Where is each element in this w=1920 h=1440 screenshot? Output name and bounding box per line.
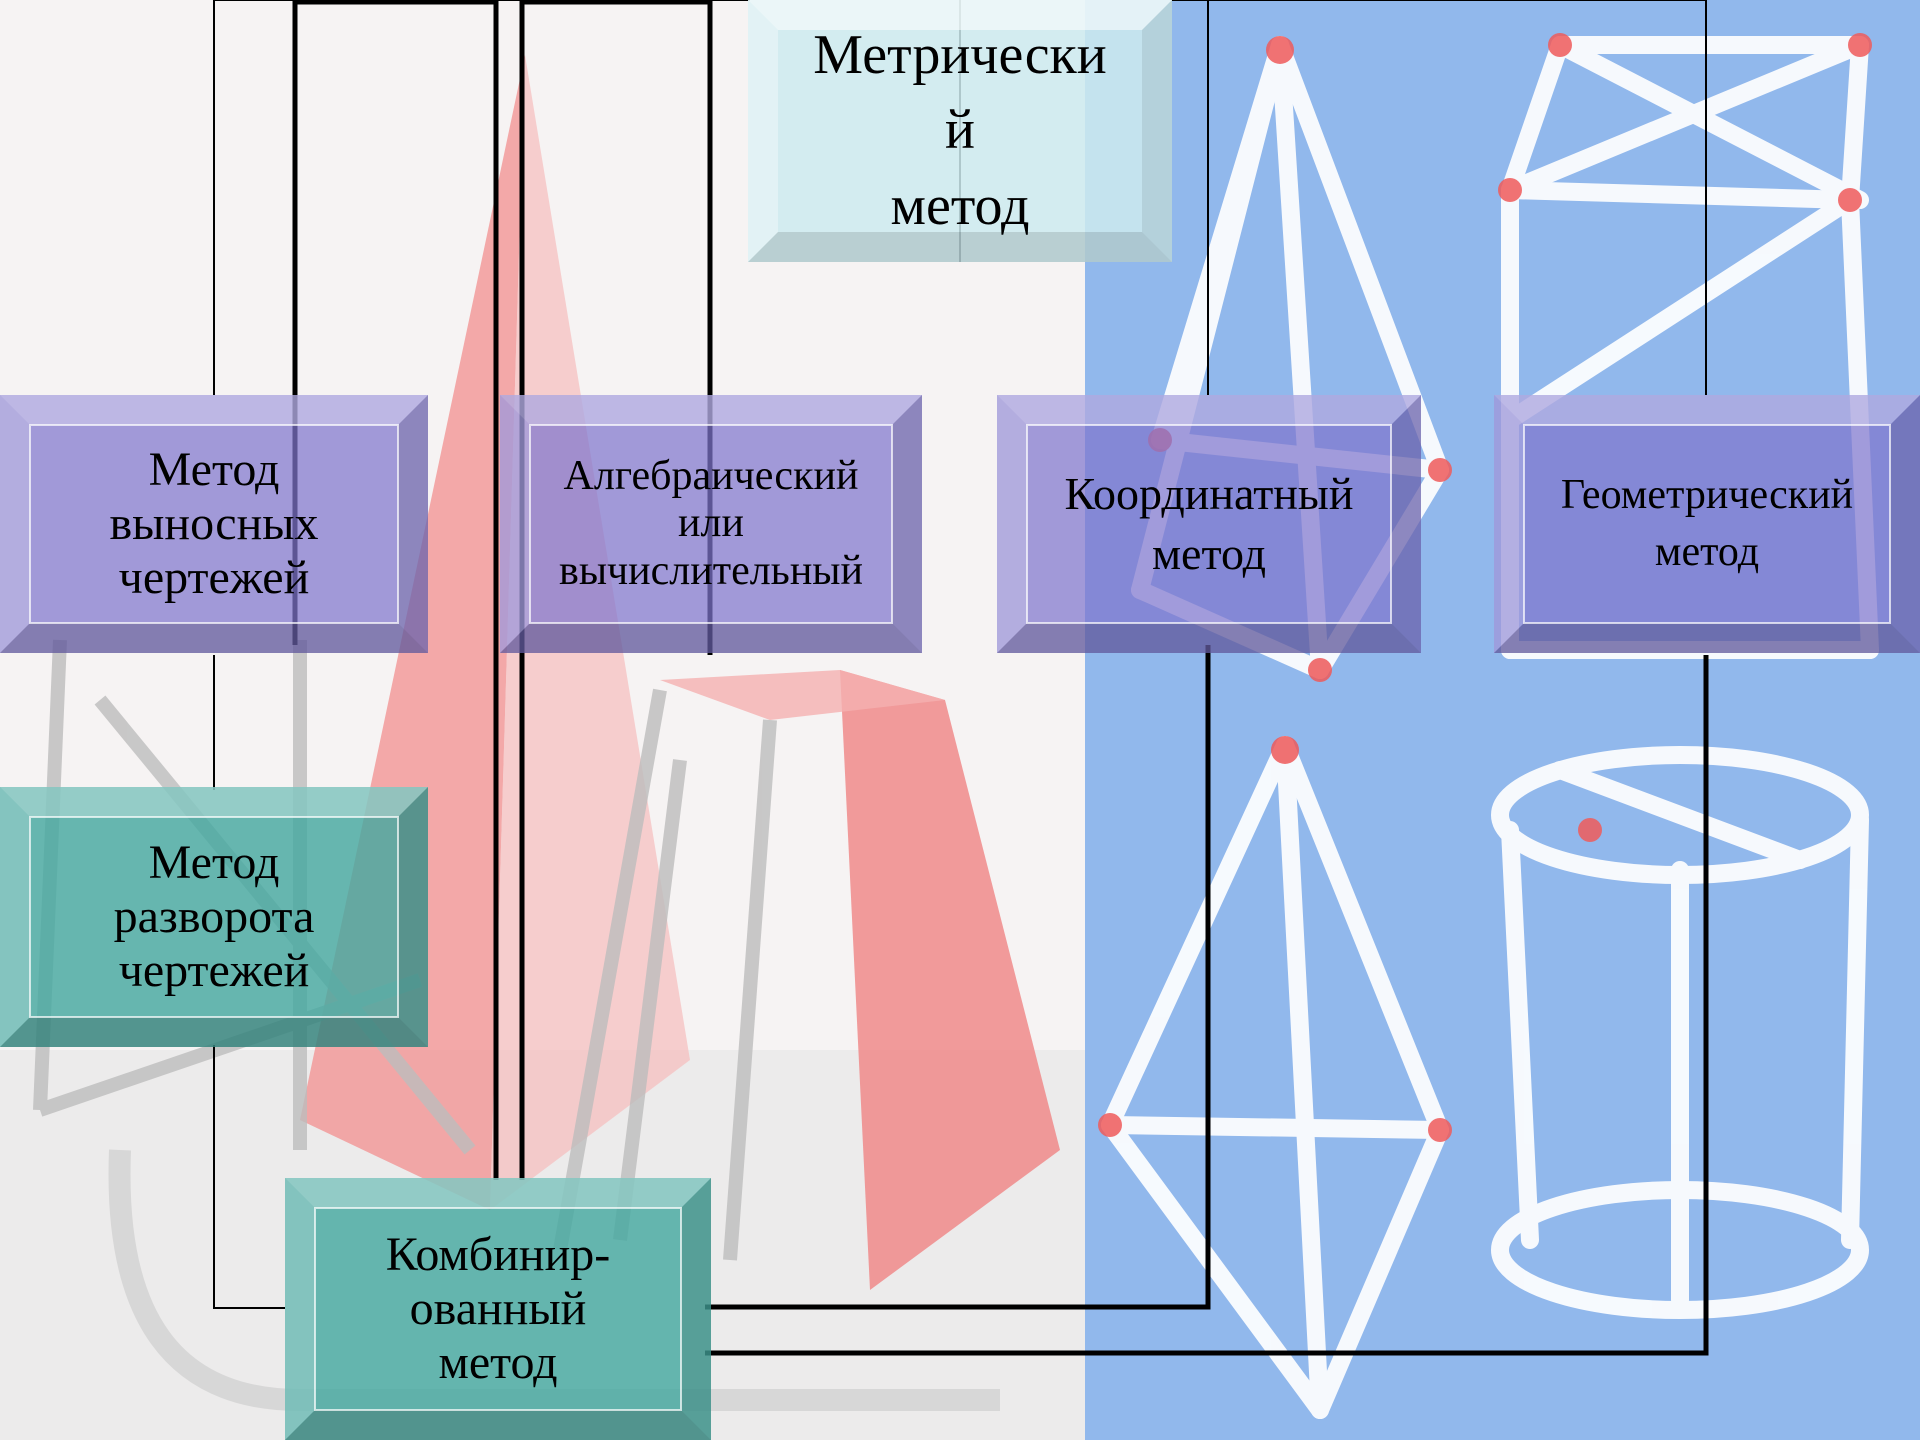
- node-razvorot-box: Метод разворота чертежей: [0, 787, 428, 1047]
- node-vynosnyh-label: Метод выносных чертежей: [109, 443, 319, 604]
- node-algebra-label: Алгебраический или вычислительный: [558, 453, 863, 594]
- node-geom-label: Геометрический метод: [1560, 472, 1854, 575]
- node-koord-label: Координатный метод: [1064, 468, 1354, 579]
- title-text: Метрически й метод: [813, 23, 1107, 237]
- node-kombi-label: Комбинир- ованный метод: [385, 1228, 611, 1389]
- node-razvorot-label: Метод разворота чертежей: [113, 836, 315, 997]
- node-vynosnyh-box: Метод выносных чертежей: [0, 395, 428, 653]
- node-kombi-box: Комбинир- ованный метод: [285, 1178, 711, 1440]
- title-box: Метрически й метод: [748, 0, 1172, 262]
- node-algebra-box: Алгебраический или вычислительный: [500, 395, 922, 653]
- node-geom-box: Геометрический метод: [1494, 395, 1920, 653]
- node-koord-box: Координатный метод: [997, 395, 1421, 653]
